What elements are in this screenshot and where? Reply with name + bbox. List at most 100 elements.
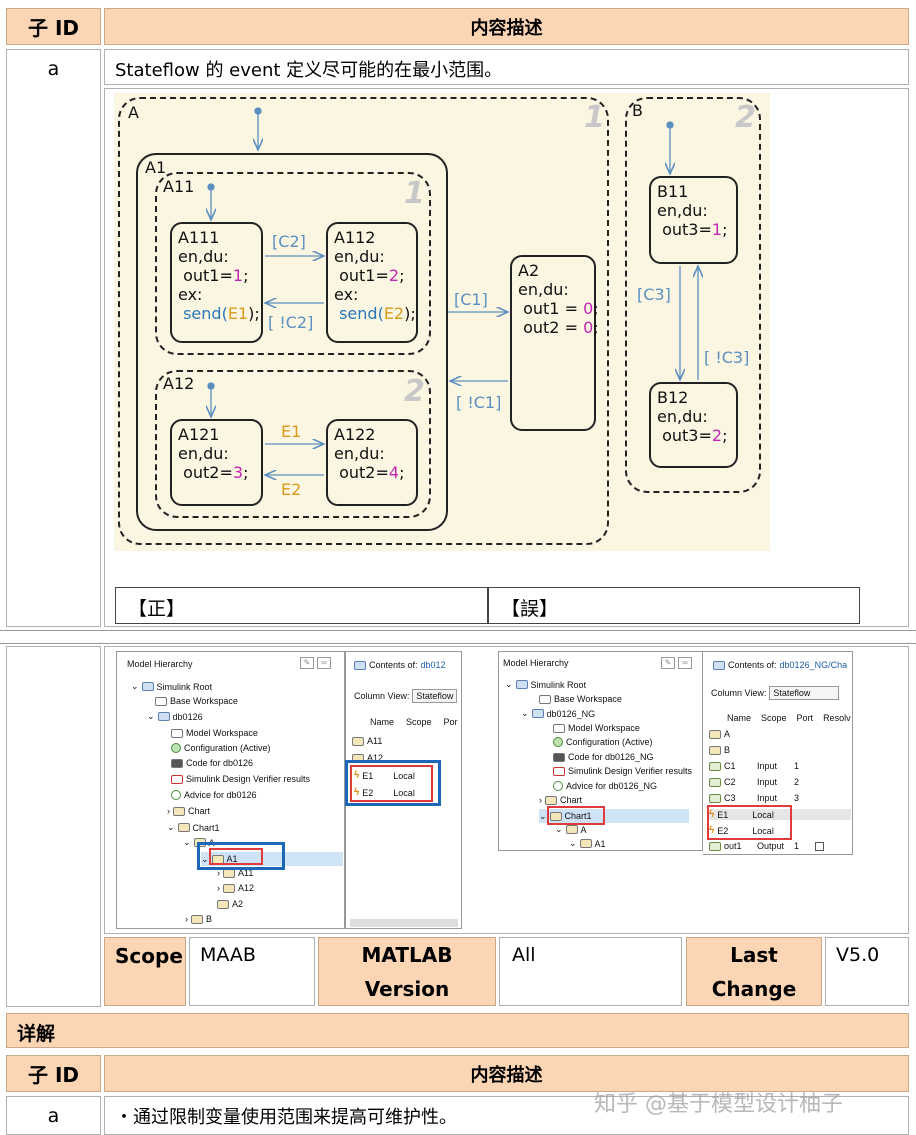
chevron-down-icon[interactable]: ⌄	[147, 711, 155, 721]
right-grid-row[interactable]: A	[709, 729, 730, 739]
page-break	[0, 630, 916, 644]
right-row-name: A	[724, 729, 731, 739]
right-hierarchy-title: Model Hierarchy	[503, 658, 569, 668]
chevron-down-icon[interactable]: ⌄	[521, 708, 529, 718]
right-tree-db0126-ng[interactable]: ⌄db0126_NG	[521, 708, 595, 719]
state-b	[625, 97, 761, 493]
left-tree-simulink-root[interactable]: ⌄Simulink Root	[131, 681, 212, 692]
a111-event: E1	[227, 304, 249, 323]
matlab-version-value-cell: All	[499, 937, 682, 1006]
left-tree-chart1[interactable]: ⌄ Chart1	[167, 822, 220, 833]
state-b-label: B	[632, 101, 643, 120]
left-tree-code[interactable]: Code for db0126	[171, 758, 253, 768]
right-column-view-select[interactable]: Stateflow	[769, 686, 840, 700]
chevron-right-icon[interactable]: ›	[185, 914, 188, 924]
event-icon: ϟ	[354, 787, 360, 798]
right-row-scope: Input	[757, 777, 778, 787]
link-icon[interactable]: ∞	[678, 657, 692, 669]
right-tree-simulink-root[interactable]: ⌄Simulink Root	[505, 679, 586, 690]
chevron-down-icon[interactable]: ⌄	[569, 838, 577, 848]
edit-icon[interactable]: ✎	[300, 657, 314, 669]
right-tree-base-workspace[interactable]: Base Workspace	[539, 694, 622, 704]
b12-value: 2	[711, 426, 723, 445]
right-tree-sldv[interactable]: Simulink Design Verifier results	[553, 766, 692, 776]
chevron-right-icon[interactable]: ›	[167, 806, 170, 816]
left-tree-label: Base Workspace	[170, 696, 238, 706]
link-icon[interactable]: ∞	[317, 657, 331, 669]
chevron-right-icon[interactable]: ›	[217, 868, 220, 878]
chevron-down-icon[interactable]: ⌄	[131, 681, 139, 691]
edit-icon[interactable]: ✎	[661, 657, 675, 669]
configuration-icon	[171, 743, 181, 753]
right-tree-configuration[interactable]: Configuration (Active)	[553, 737, 653, 747]
chevron-down-icon[interactable]: ⌄	[505, 679, 513, 689]
chevron-down-icon[interactable]: ⌄	[167, 822, 175, 832]
resolve-checkbox[interactable]	[815, 841, 824, 851]
b11-value: 1	[711, 220, 723, 239]
a121-value: 3	[232, 463, 244, 482]
left-row-scope: Local	[393, 787, 415, 798]
right-tree-code[interactable]: Code for db0126_NG	[553, 752, 654, 762]
right-tree-label: Model Workspace	[568, 723, 640, 733]
left-tree-a12[interactable]: ›A12	[217, 883, 254, 893]
cond-not-c1: [ !C1]	[456, 393, 502, 412]
left-tree-label: Chart1	[192, 822, 220, 833]
left-tree-configuration[interactable]: Configuration (Active)	[171, 743, 271, 753]
default-transition-dot-a11	[207, 183, 215, 191]
chevron-down-icon[interactable]: ⌄	[183, 837, 191, 847]
right-tree-model-workspace[interactable]: Model Workspace	[553, 723, 640, 733]
right-row-scope: Local	[752, 825, 774, 836]
right-tree-advice[interactable]: Advice for db0126_NG	[553, 781, 657, 791]
chevron-right-icon[interactable]: ›	[539, 795, 542, 805]
left-tree-b[interactable]: ›B	[185, 914, 212, 924]
right-tree-a[interactable]: ⌄A	[555, 824, 587, 835]
right-row-name: out1	[724, 841, 742, 851]
highlight-a1-blue	[197, 842, 285, 870]
state-a122: A122 en,du: out2=4;	[326, 419, 418, 506]
right-tree-chart[interactable]: ›Chart	[539, 795, 582, 805]
state-b12: B12 en,du: out3=2;	[649, 382, 738, 468]
chevron-right-icon[interactable]: ›	[217, 883, 220, 893]
chevron-down-icon[interactable]: ⌄	[555, 824, 563, 834]
details-title: 详解	[17, 1023, 56, 1045]
left-grid-row[interactable]: A11	[352, 736, 382, 746]
watermark-text: 知乎 @基于模型设计柚子	[594, 1092, 843, 1117]
scope-label-cell: Scope	[104, 937, 186, 1006]
right-grid-row[interactable]: B	[709, 745, 730, 755]
right-row-name: E2	[717, 825, 729, 836]
left-tree-db0126[interactable]: ⌄ db0126	[147, 711, 203, 722]
model-icon	[531, 709, 544, 718]
verifier-icon	[553, 766, 565, 776]
right-tree-a1[interactable]: ⌄A1	[569, 838, 606, 849]
data-icon	[709, 761, 721, 771]
left-tree-sldv[interactable]: Simulink Design Verifier results	[171, 774, 310, 784]
event-icon: ϟ	[709, 809, 715, 820]
left-tree-label: A1	[226, 854, 238, 864]
left-tree-base-workspace[interactable]: Base Workspace	[155, 696, 238, 706]
left-tree-advice[interactable]: Advice for db0126	[171, 790, 257, 800]
left-tree-label: Chart	[188, 806, 211, 816]
state-a11-order: 1	[404, 176, 425, 211]
details-header-desc: 内容描述	[104, 1055, 909, 1092]
state-a11	[155, 172, 431, 355]
chevron-down-icon[interactable]: ⌄	[201, 853, 209, 864]
chevron-down-icon[interactable]: ⌄	[539, 810, 547, 821]
right-tree-chart1[interactable]: ⌄Chart1	[539, 809, 689, 823]
left-tree-chart[interactable]: › Chart	[167, 806, 210, 816]
left-tree-label: B	[206, 914, 213, 924]
left-horizontal-scrollbar[interactable]	[350, 919, 458, 927]
details-header-sub-id-text: 子 ID	[27, 1063, 79, 1087]
left-tree-model-workspace[interactable]: Model Workspace	[171, 728, 258, 738]
left-column-view-select[interactable]: Stateflow	[412, 689, 458, 703]
left-tree-label: db0126	[172, 711, 203, 722]
left-tree-a2[interactable]: A2	[217, 899, 243, 909]
default-transition-dot-a12	[207, 382, 215, 390]
